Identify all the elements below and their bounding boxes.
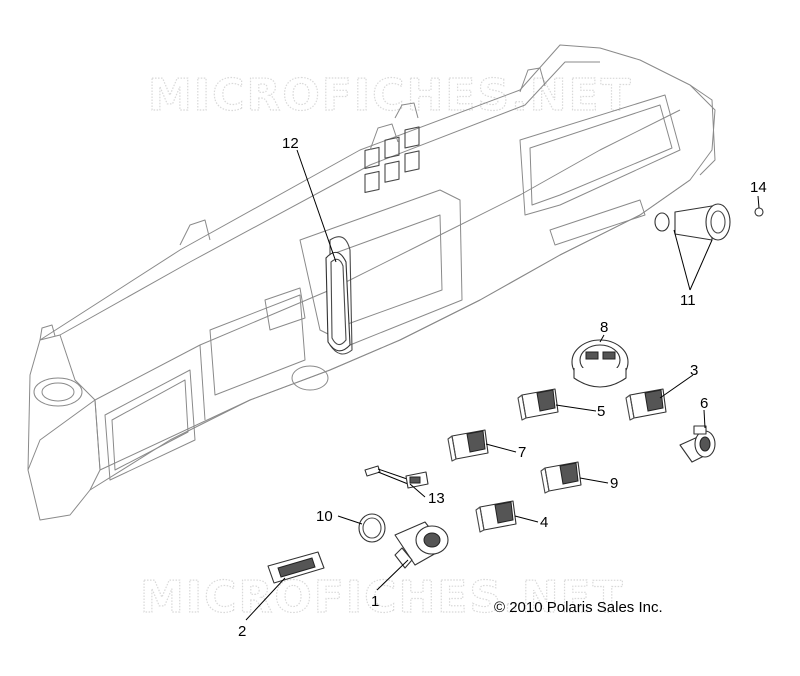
part-5-rocker-switch bbox=[517, 388, 559, 421]
part-3-rocker-switch bbox=[625, 388, 667, 421]
part-14-screw bbox=[754, 207, 764, 217]
part-9-rocker-switch bbox=[540, 461, 582, 494]
callout-14: 14 bbox=[750, 179, 767, 196]
callout-3: 3 bbox=[690, 362, 698, 379]
callout-8: 8 bbox=[600, 319, 608, 336]
callout-5: 5 bbox=[597, 403, 605, 420]
callout-13: 13 bbox=[428, 490, 445, 507]
part-8-power-outlet bbox=[571, 339, 629, 388]
part-1-ignition-switch bbox=[394, 521, 449, 569]
callout-7: 7 bbox=[518, 444, 526, 461]
callout-2: 2 bbox=[238, 623, 246, 640]
part-4-rocker-switch bbox=[475, 500, 517, 533]
callout-4: 4 bbox=[540, 514, 548, 531]
callout-10: 10 bbox=[316, 508, 333, 525]
part-11-socket-cover bbox=[654, 203, 731, 241]
callout-12: 12 bbox=[282, 135, 299, 152]
part-13-wire-harness bbox=[364, 465, 429, 489]
leader-lines bbox=[245, 149, 760, 621]
part-7-rocker-switch bbox=[447, 429, 489, 462]
watermark-bottom: MICROFICHES.NET bbox=[140, 572, 625, 623]
part-2-switch-panel bbox=[267, 551, 325, 584]
callout-9: 9 bbox=[610, 475, 618, 492]
callout-1: 1 bbox=[371, 593, 379, 610]
part-6-12v-socket bbox=[679, 425, 716, 463]
callout-labels: 12 14 11 8 3 6 5 7 9 13 10 4 1 2 bbox=[238, 135, 767, 640]
copyright-notice: © 2010 Polaris Sales Inc. bbox=[494, 599, 663, 616]
part-10-o-ring bbox=[358, 513, 386, 543]
callout-11: 11 bbox=[680, 292, 696, 309]
part-12-gauge-bezel bbox=[325, 251, 351, 352]
watermark-top: MICROFICHES.NET bbox=[148, 70, 633, 121]
callout-6: 6 bbox=[700, 395, 708, 412]
